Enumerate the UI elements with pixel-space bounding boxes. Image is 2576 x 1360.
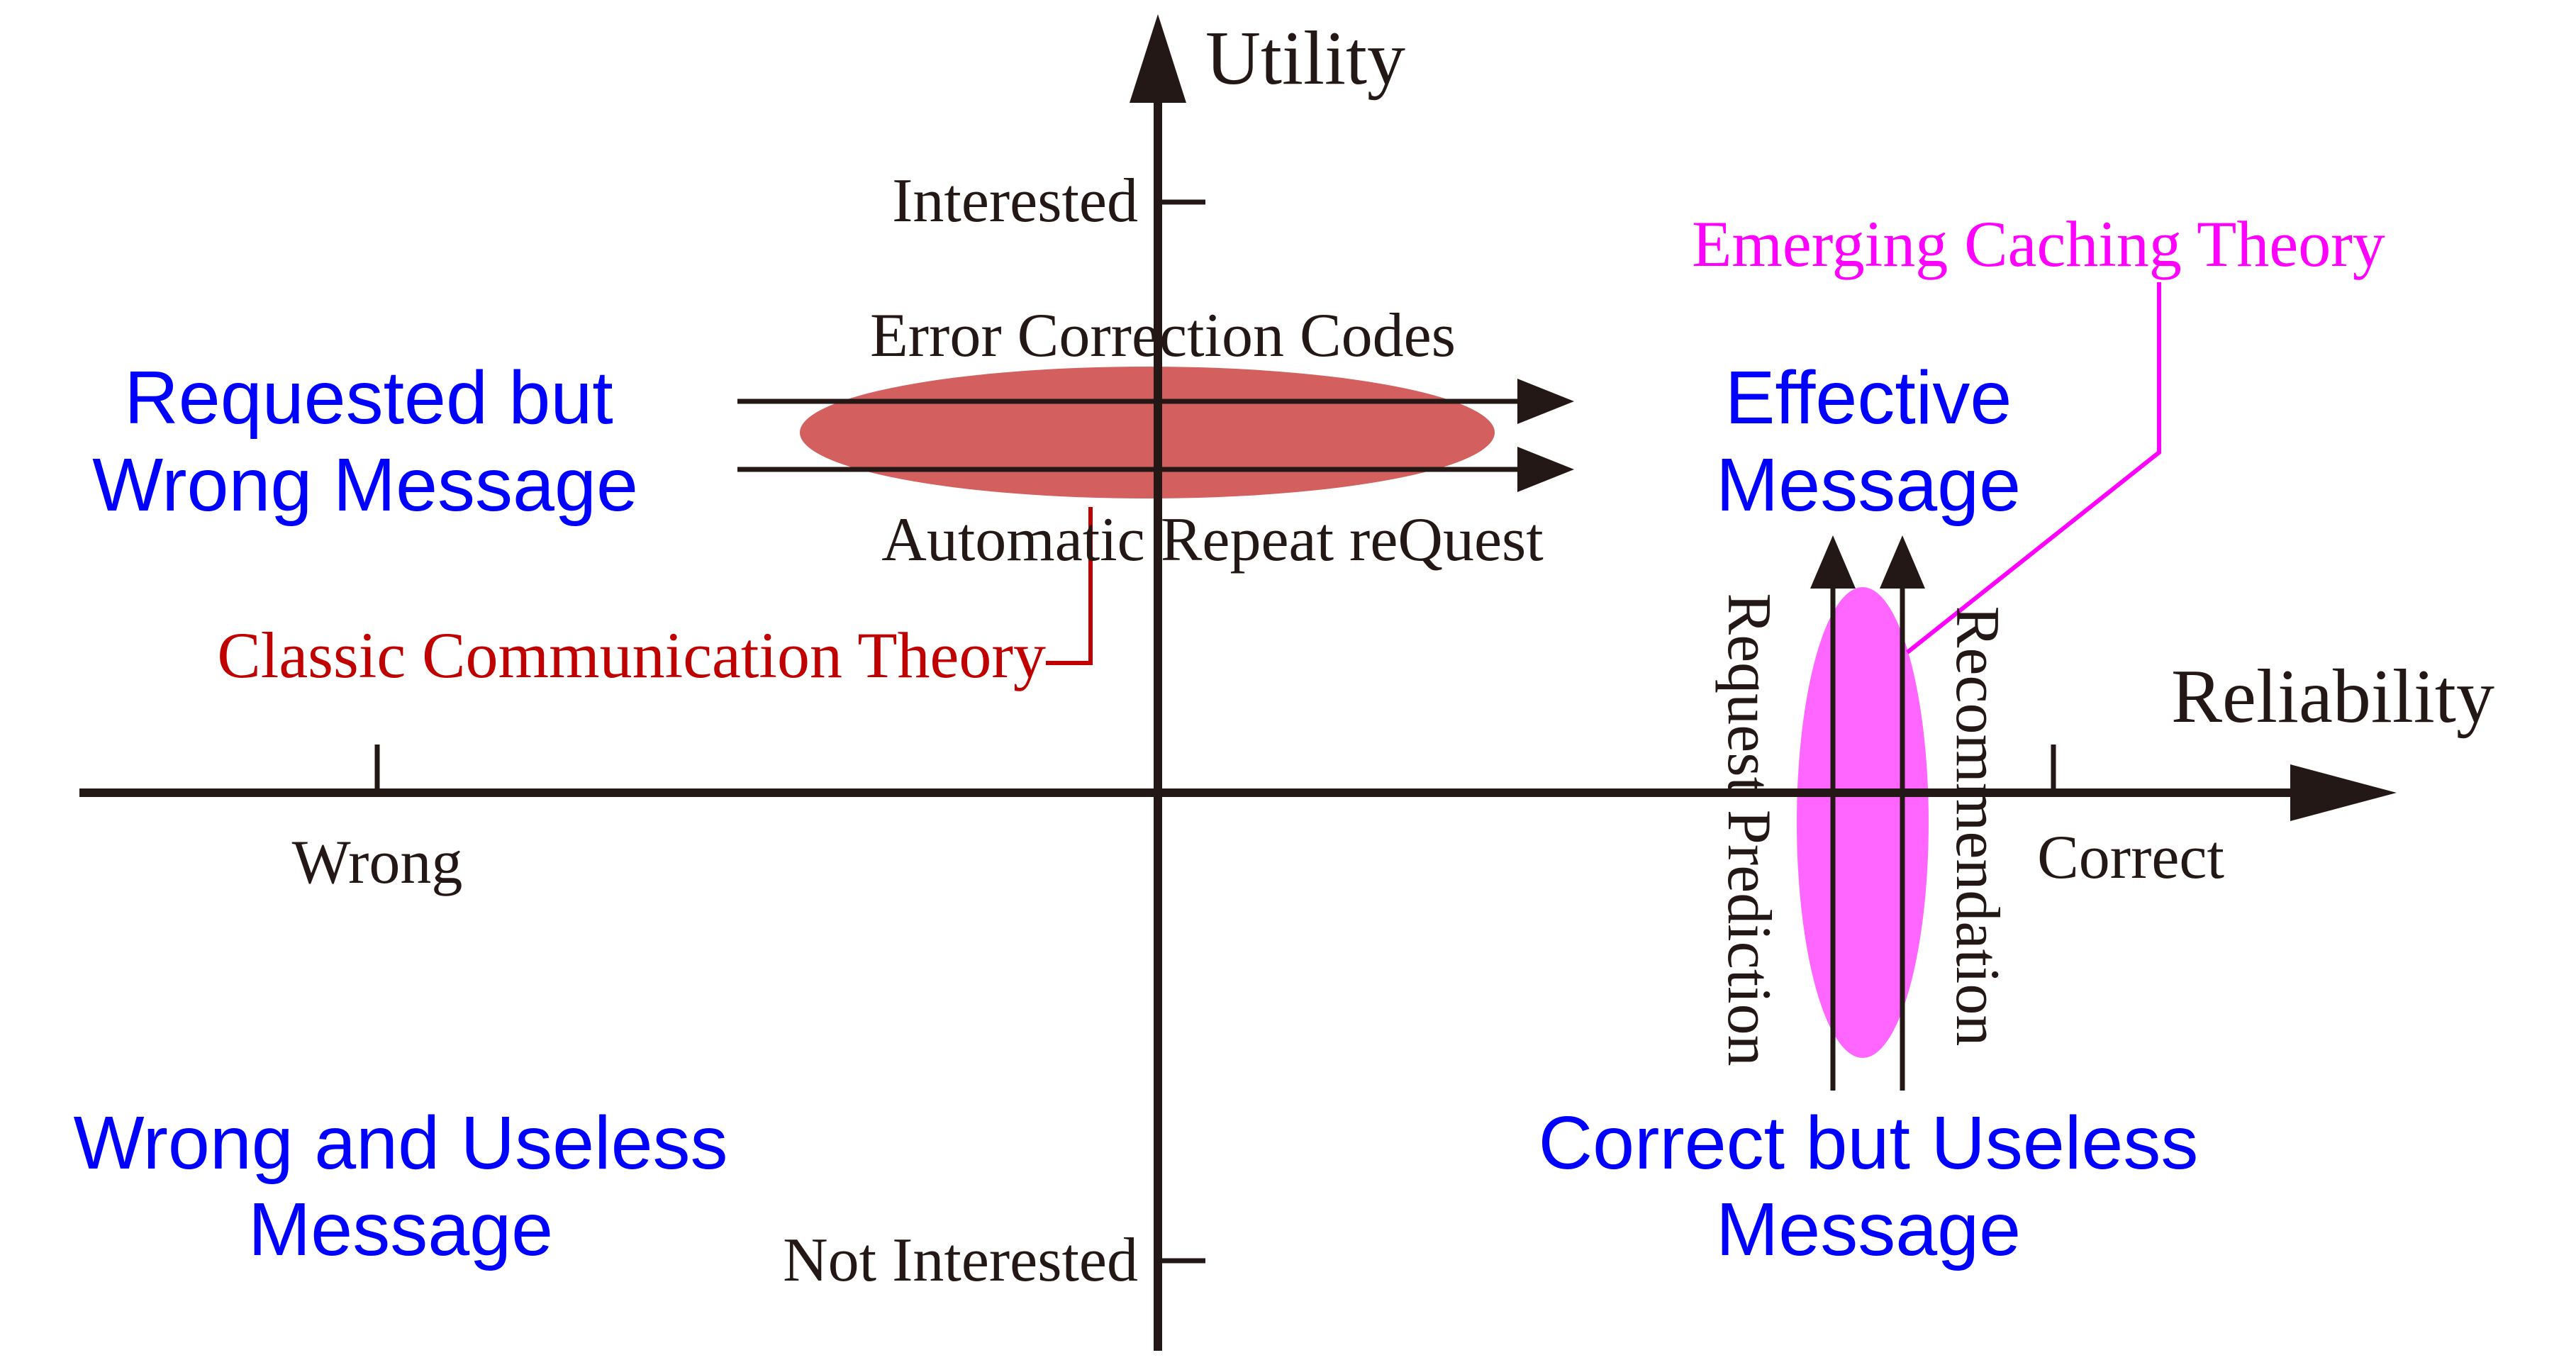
y-axis-arrowhead [1130, 14, 1186, 103]
emerging-theory-region [1797, 587, 1929, 1058]
request-prediction-arrowhead [1810, 535, 1856, 589]
x-tick-label-wrong: Wrong [292, 828, 463, 897]
quadrant-top-right-line1: Effective [1725, 356, 2012, 440]
y-tick-label-not-interested: Not Interested [783, 1226, 1138, 1295]
ecc-label: Error Correction Codes [870, 301, 1456, 370]
classic-callout-line [1046, 507, 1093, 665]
arq-label: Automatic Repeat reQuest [881, 506, 1543, 574]
y-tick-label-interested: Interested [892, 167, 1138, 235]
quadrant-top-left-line2: Wrong Message [92, 443, 638, 527]
x-axis-label: Reliability [2171, 654, 2494, 739]
x-axis-arrowhead [2290, 764, 2397, 821]
emerging-theory-label: Emerging Caching Theory [1692, 208, 2385, 280]
y-axis-label: Utility [1205, 16, 1405, 101]
quadrant-top-left-line1: Requested but [124, 356, 613, 440]
quadrant-bottom-right-line1: Correct but Useless [1539, 1101, 2199, 1185]
recommendation-arrowhead [1880, 535, 1925, 589]
arq-arrowhead [1517, 447, 1574, 492]
request-prediction-label: Request Prediction [1714, 593, 1783, 1066]
classic-theory-label: Classic Communication Theory [217, 619, 1046, 691]
recommendation-label: Recommendation [1943, 606, 2012, 1047]
quadrant-bottom-left-line2: Message [248, 1188, 553, 1271]
quadrant-bottom-right-line2: Message [1716, 1188, 2021, 1271]
ecc-arrowhead [1517, 379, 1574, 424]
x-tick-label-correct: Correct [2037, 823, 2224, 892]
emerging-callout-line [1906, 282, 2161, 654]
quadrant-top-right-line2: Message [1716, 443, 2021, 527]
quadrant-bottom-left-line1: Wrong and Useless [73, 1101, 727, 1185]
classic-theory-region [800, 367, 1495, 498]
